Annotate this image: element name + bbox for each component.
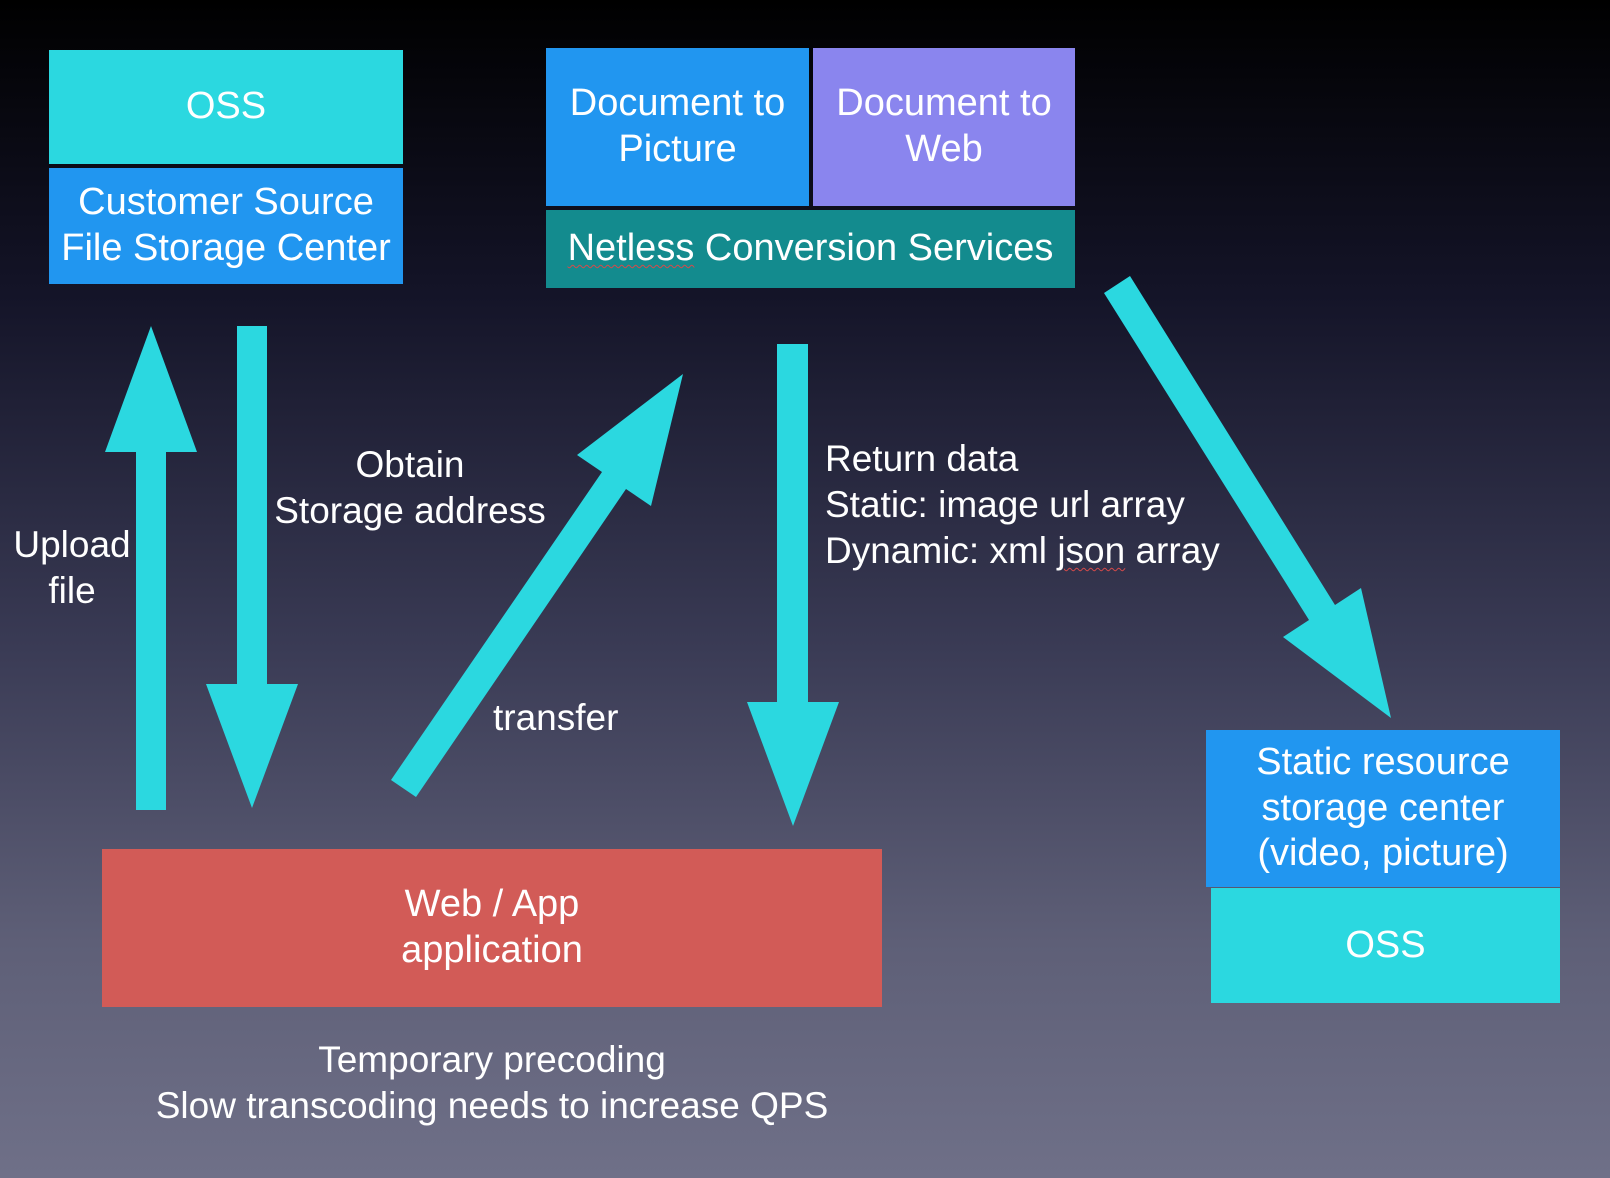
transfer-text: transfer	[493, 697, 619, 738]
obtain-line1: Obtain	[355, 444, 465, 485]
netless-conversion-services-box: Netless Conversion Services	[546, 210, 1075, 288]
return-data-label: Return data Static: image url array Dyna…	[825, 436, 1220, 574]
upload-arrow	[105, 326, 197, 810]
customer-source-storage-box: Customer Source File Storage Center	[49, 168, 403, 284]
obtain-line2: Storage address	[274, 490, 546, 531]
doc-to-web-line1: Document to	[836, 82, 1052, 125]
web-app-application-box: Web / App application	[102, 849, 882, 1007]
return-line3-pre: Dynamic: xml	[825, 530, 1058, 571]
footnote-label: Temporary precoding Slow transcoding nee…	[102, 1037, 882, 1129]
document-to-picture-box: Document to Picture	[546, 48, 809, 206]
obtain-address-arrow	[206, 326, 298, 808]
return-data-arrow	[747, 344, 839, 826]
oss-bottom-label: OSS	[1345, 923, 1426, 966]
return-line2: Static: image url array	[825, 484, 1185, 525]
transfer-label: transfer	[493, 695, 618, 741]
upload-line2: file	[48, 570, 96, 611]
customer-storage-line2: File Storage Center	[61, 227, 391, 269]
static-line2: storage center	[1261, 786, 1505, 829]
oss-bottom-box: OSS	[1211, 888, 1560, 1003]
oss-top-label: OSS	[185, 85, 267, 128]
upload-line1: Upload	[13, 524, 131, 565]
transfer-arrow	[391, 374, 683, 797]
customer-storage-line1: Customer Source	[78, 181, 374, 224]
static-line1: Static resource	[1256, 741, 1510, 784]
static-line3: (video, picture)	[1257, 832, 1509, 875]
upload-file-label: Upload file	[0, 522, 144, 614]
return-line3: Dynamic: xml json array	[825, 528, 1220, 574]
json-word: json	[1057, 530, 1126, 571]
return-line1: Return data	[825, 438, 1019, 479]
return-line3-post: array	[1125, 530, 1220, 571]
obtain-storage-address-label: Obtain Storage address	[262, 442, 558, 534]
doc-to-picture-line2: Picture	[618, 128, 737, 170]
static-resource-storage-box: Static resource storage center (video, p…	[1206, 730, 1560, 887]
doc-to-web-line2: Web	[905, 128, 983, 170]
doc-to-picture-line1: Document to	[569, 82, 786, 125]
netless-word: Netless	[567, 227, 695, 270]
app-line2: application	[401, 929, 583, 971]
store-static-arrow	[1104, 276, 1391, 718]
footnote-line1: Temporary precoding	[318, 1039, 666, 1080]
conversion-rest: Conversion Services	[694, 227, 1054, 270]
app-line1: Web / App	[404, 883, 580, 926]
oss-top-box: OSS	[49, 50, 403, 164]
footnote-line2: Slow transcoding needs to increase QPS	[155, 1085, 829, 1126]
document-to-web-box: Document to Web	[813, 48, 1075, 206]
